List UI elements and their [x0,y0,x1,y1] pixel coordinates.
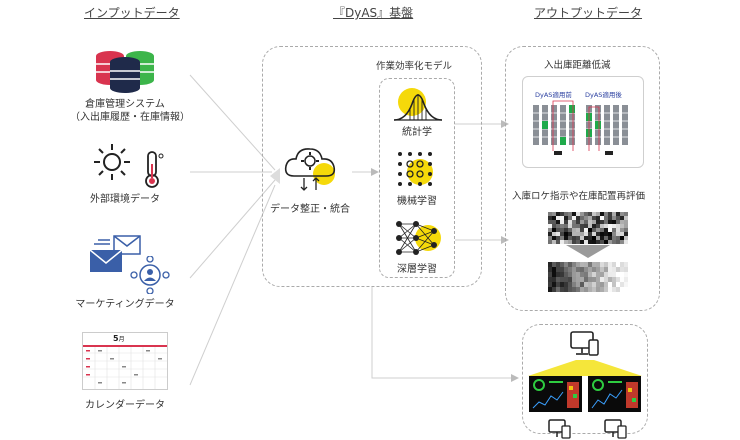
marketing-mail-icon [88,232,170,292]
distance-title: 入出庫距離低減 [544,60,611,71]
header-output: アウトプットデータ [534,6,643,20]
distance-panel: DyAS適用前 DyAS適用後 [522,76,644,168]
dot-matrix-icon [396,150,440,190]
model-box [379,78,455,278]
model-title: 作業効率化モデル [376,61,453,72]
output-container [505,46,660,311]
sun-icon [92,142,132,182]
calendar-image: 5月 [82,332,168,390]
environment-label: 外部環境データ [90,194,160,205]
dashboard-container [522,324,648,434]
database-icon [92,48,158,94]
thermometer-icon [142,150,166,190]
warehouse-layout [531,100,630,155]
calendar-month-suffix: 月 [118,336,125,343]
calendar-header-bar [83,345,167,347]
transition-arrow-icon [548,245,628,259]
deep-learning-label: 深層学習 [397,264,437,275]
cloud-gear-icon [282,140,342,194]
statistics-label: 統計学 [402,127,432,138]
calendar-grid [83,347,167,389]
line-warehouse [189,74,276,171]
neural-network-icon [394,218,442,260]
bell-curve-icon [392,84,444,124]
projection-beam [528,360,642,376]
after-label: DyAS適用後 [585,91,622,99]
header-input: インプットデータ [84,6,180,20]
warehouse-label-line2: （入出庫履歴・在庫情報） [70,112,190,123]
calendar-label: カレンダーデータ [85,400,165,411]
calendar-month-number: 5 [113,334,119,343]
merge-cone [270,168,280,184]
dashboard-screen-left [529,376,582,412]
header-platform: 『DyAS』基盤 [333,6,414,20]
line-marketing [189,179,276,279]
calendar-month-heading: 5月 [113,334,125,343]
warehouse-label: 倉庫管理システム （入出庫履歴・在庫情報） [70,98,190,124]
marketing-label: マーケティングデータ [75,299,175,310]
dashboard-screen-right [588,376,641,412]
network-people-icon [130,256,170,294]
heatmap-before [548,212,628,244]
desktop-icon-right [604,418,628,440]
before-label: DyAS適用前 [535,91,572,99]
relocation-title: 入庫ロケ指示や在庫配置再評価 [512,191,646,202]
monitor-phone-icon [570,330,600,358]
line-calendar [189,184,276,386]
machine-learning-label: 機械学習 [397,196,437,207]
integration-label: データ整正・統合 [270,204,350,215]
warehouse-label-line1: 倉庫管理システム [85,99,165,110]
heatmap-after [548,262,628,292]
platform-container [262,46,482,287]
arrow-to-dashboard [371,287,519,382]
desktop-icon-left [548,418,572,440]
